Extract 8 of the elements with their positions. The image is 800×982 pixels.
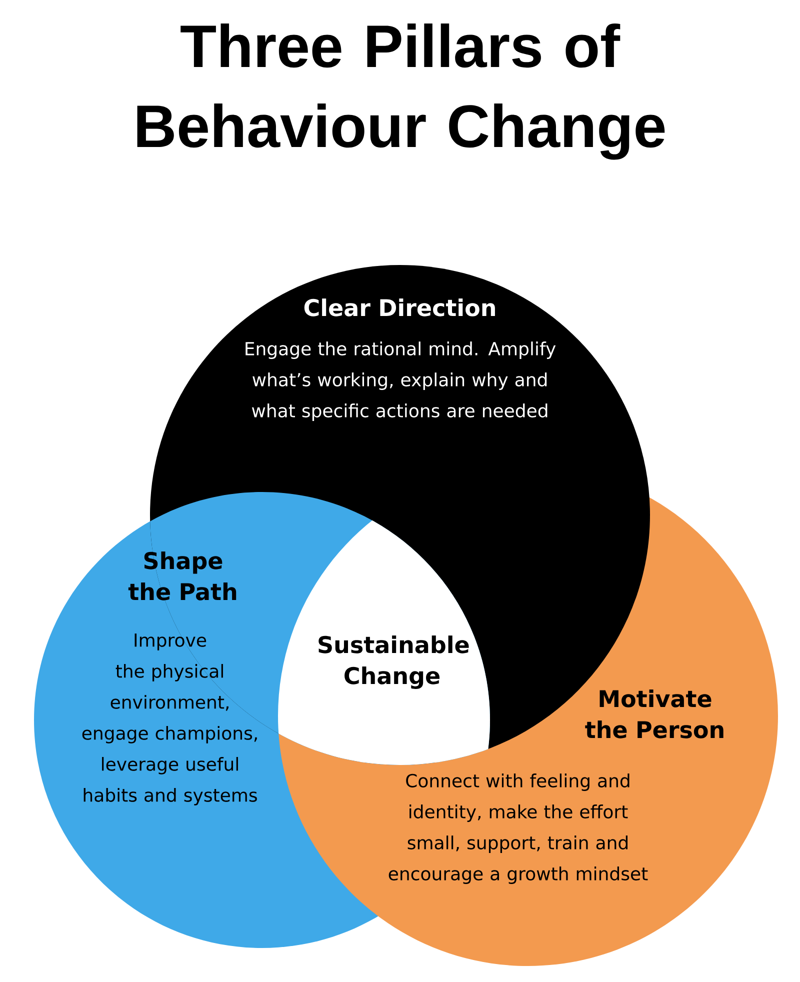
heading: Shape the Path — [128, 552, 236, 600]
heading: Sustainable Change — [318, 636, 469, 689]
description: Connect with feeling and identity, make the effort small, support, train and encourage a growth mindset — [388, 774, 648, 884]
heading: Motivate the Person — [585, 690, 724, 738]
heading: Clear Direction — [304, 298, 495, 316]
description: Improve the physical environment, engage champions, leverage useful habits and systems — [82, 634, 257, 806]
description: Engage the rational mind. Amplify what’s working, explain why and what specific actions are needed — [246, 342, 556, 421]
title: Three Pillars of Behaviour Change — [137, 24, 665, 160]
